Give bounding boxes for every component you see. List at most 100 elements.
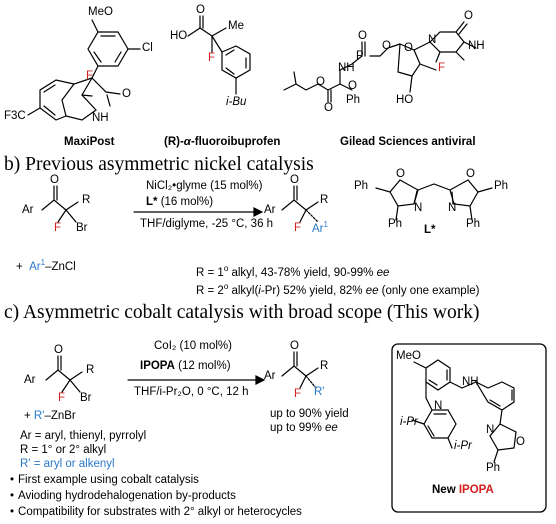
b-cond-catalyst: NiCl₂•glyme (15 mol%) — [146, 180, 263, 192]
c-scope-r-prime: R' = aryl or alkenyl — [20, 458, 115, 470]
ibu-o: O — [196, 4, 205, 16]
b-sub-br: Br — [76, 222, 88, 234]
gilead-nh2: NH — [468, 40, 485, 52]
b-lig-n2: N — [448, 202, 457, 214]
gilead-o3: O — [358, 30, 367, 42]
b-result-primary: R = 1o alkyl, 43-78% yield, 90-99% ee — [196, 264, 390, 279]
maxipost-nh: NH — [92, 112, 109, 124]
c-cond-catalyst: CoI₂ (10 mol%) — [154, 340, 232, 352]
ipopa-structure — [411, 359, 517, 463]
b-prod-r: R — [320, 194, 329, 206]
gilead-caption: Gilead Sciences antiviral — [340, 136, 476, 148]
maxipost-cf3: F3C — [4, 110, 26, 122]
gilead-ph: Ph — [346, 94, 361, 106]
maxipost-cl: Cl — [142, 42, 153, 54]
gilead-o4: O — [382, 40, 391, 52]
c-substrate-structure — [45, 355, 83, 393]
c-bullet-2: Avioding hydrodehalogenation by-products — [10, 490, 236, 502]
b-sub-r: R — [82, 194, 91, 206]
c-prod-r: R — [320, 360, 329, 372]
c-prod-r-prime: R' — [314, 386, 325, 398]
b-sub-f: F — [54, 222, 62, 234]
c-cond-ligand: IPOPA (12 mol%) — [140, 360, 231, 372]
b-lig-ph1: Ph — [354, 180, 369, 192]
b-prod-f: F — [294, 222, 302, 234]
ibu-isobutyl: i-Bu — [226, 96, 247, 108]
ipopa-meo: MeO — [396, 350, 421, 362]
maxipost-caption: MaxiPost — [64, 136, 115, 148]
ipopa-o: O — [516, 436, 525, 448]
ipopa-label: New IPOPA — [432, 484, 494, 496]
ipopa-ph: Ph — [486, 462, 501, 474]
b-lig-ph2: Ph — [388, 218, 403, 230]
c-prod-f: F — [294, 388, 302, 400]
b-cond-solvent: THF/diglyme, -25 °C, 36 h — [140, 218, 274, 230]
c-sub-ar: Ar — [24, 374, 36, 386]
b-reagent: + Ar1–ZnCl — [16, 258, 76, 273]
c-bullet-1: First example using cobalt catalysis — [10, 474, 199, 486]
c-product-structure — [281, 351, 319, 389]
ipopa-box — [391, 343, 547, 513]
section-c-header: c) Asymmetric cobalt catalysis with broa… — [4, 302, 480, 323]
maxipost-f: F — [86, 70, 94, 82]
c-sub-o: O — [54, 344, 63, 356]
gilead-o6: O — [464, 10, 473, 22]
b-lig-ph4: Ph — [466, 218, 481, 230]
b-cond-ligand: L* (16 mol%) — [146, 196, 214, 208]
gilead-f: F — [438, 62, 446, 74]
gilead-ho: HO — [396, 94, 414, 106]
b-lig-n1: N — [414, 202, 423, 214]
maxipost-ome: MeO — [88, 6, 113, 18]
c-yield: up to 90% yield — [270, 408, 349, 420]
maxipost-structure — [27, 19, 141, 121]
b-prod-o: O — [290, 174, 299, 186]
gilead-oph: O — [348, 80, 357, 92]
c-reagent: + R'–ZnBr — [24, 410, 76, 422]
fluoroibuprofen-structure — [187, 15, 251, 95]
gilead-structure — [283, 21, 477, 103]
b-lig-ph3: Ph — [494, 180, 509, 192]
c-sub-f: F — [58, 392, 66, 404]
maxipost-o: O — [122, 88, 131, 100]
b-substrate-structure — [41, 185, 79, 223]
b-prod-ar1: Ar1 — [312, 220, 328, 235]
ipopa-nh: NH — [462, 376, 479, 388]
c-cond-solvent: THF/i-Pr₂O, 0 °C, 12 h — [134, 386, 249, 398]
b-lig-o2: O — [466, 168, 475, 180]
gilead-o1: O — [316, 76, 325, 88]
c-prod-ar: Ar — [264, 370, 276, 382]
gilead-o2: O — [324, 102, 333, 114]
b-arrowhead — [253, 207, 264, 217]
b-sub-ar: Ar — [22, 204, 34, 216]
c-sub-br: Br — [80, 392, 92, 404]
ibu-me: Me — [228, 20, 244, 32]
ibu-ho: HO — [170, 30, 188, 42]
section-b-header: b) Previous asymmetric nickel catalysis — [4, 154, 314, 175]
gilead-nh: NH — [338, 62, 355, 74]
gilead-p: P — [356, 50, 364, 62]
c-scope-r: R = 1° or 2° alkyl — [20, 444, 107, 456]
ipopa-ipr-left: i-Pr — [400, 416, 418, 428]
c-sub-r: R — [86, 364, 95, 376]
b-sub-o: O — [50, 174, 59, 186]
c-prod-o: O — [290, 340, 299, 352]
c-bullet-3: Compatibility for substrates with 2° alk… — [10, 506, 302, 518]
b-prod-ar: Ar — [264, 204, 276, 216]
ipopa-imine-n: N — [434, 400, 443, 412]
gilead-o5: O — [404, 42, 413, 54]
gilead-n: N — [428, 34, 437, 46]
ibu-f: F — [208, 52, 216, 64]
c-scope-ar: Ar = aryl, thienyl, pyrrolyl — [20, 430, 147, 442]
ipopa-ipr-right: i-Pr — [454, 440, 472, 452]
b-result-secondary: R = 2o alkyl(i-Pr) 52% yield, 82% ee (on… — [196, 282, 480, 297]
c-arrowhead — [255, 375, 266, 385]
b-lig-label: L* — [424, 224, 436, 236]
b-ligand-structure — [375, 179, 493, 221]
ipopa-oxazoline-n: N — [486, 424, 495, 436]
b-lig-o1: O — [396, 168, 405, 180]
ibu-caption: (R)-α-fluoroibuprofen — [164, 136, 281, 148]
c-ee: up to 99% ee — [270, 422, 338, 434]
b-product-structure — [281, 185, 319, 223]
